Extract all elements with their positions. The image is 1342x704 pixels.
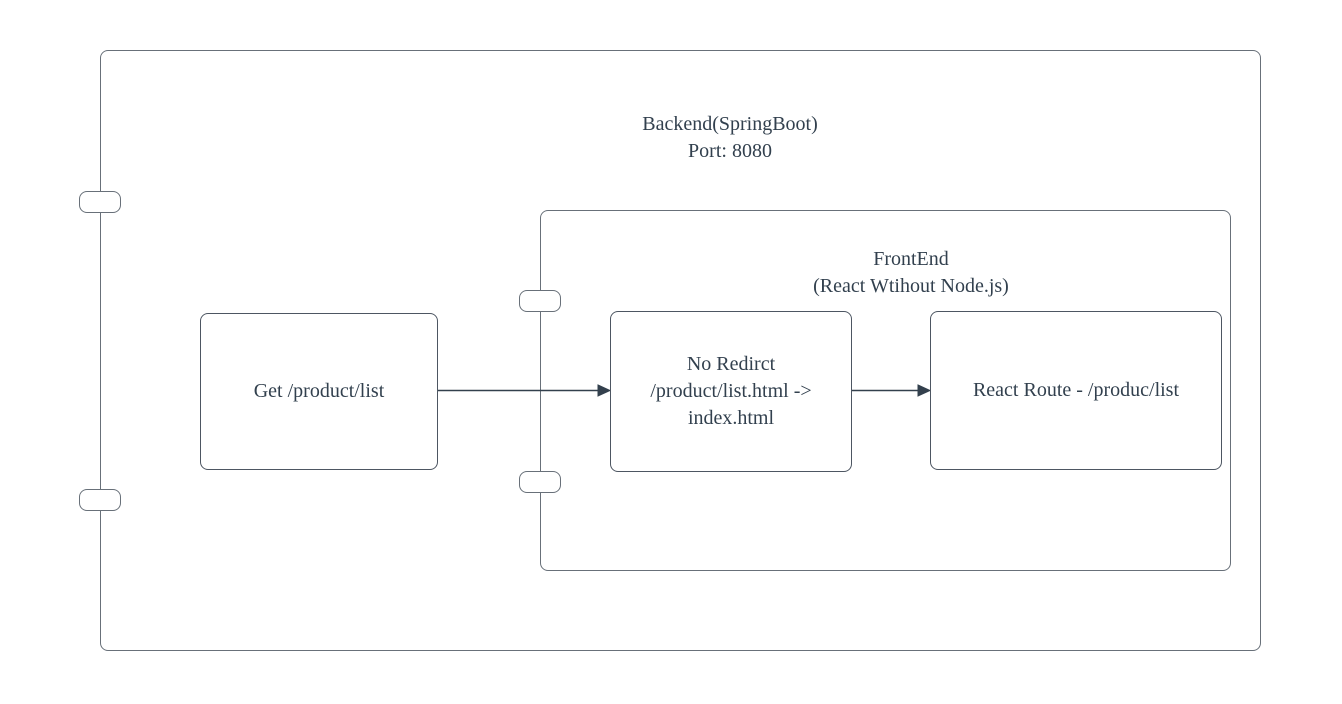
node-label: React Route - /produc/list	[972, 379, 1180, 401]
backend-edge-connector-bottom	[79, 489, 121, 511]
node-react-route: React Route - /produc/list	[930, 311, 1222, 470]
node-label: Get /product/list	[253, 380, 385, 402]
backend-container	[100, 50, 1261, 651]
backend-container-label: Backend(SpringBoot) Port: 8080	[642, 113, 818, 162]
backend-edge-connector-top	[79, 191, 121, 213]
frontend-edge-connector-bottom	[519, 471, 561, 493]
frontend-edge-connector-top	[519, 290, 561, 312]
node-label: No Redirct /product/list.html -> index.h…	[650, 353, 812, 429]
frontend-container-label: FrontEnd (React Wtihout Node.js)	[813, 248, 1009, 297]
node-get-product-list: Get /product/list	[200, 313, 438, 470]
node-no-redirect: No Redirct /product/list.html -> index.h…	[610, 311, 852, 472]
